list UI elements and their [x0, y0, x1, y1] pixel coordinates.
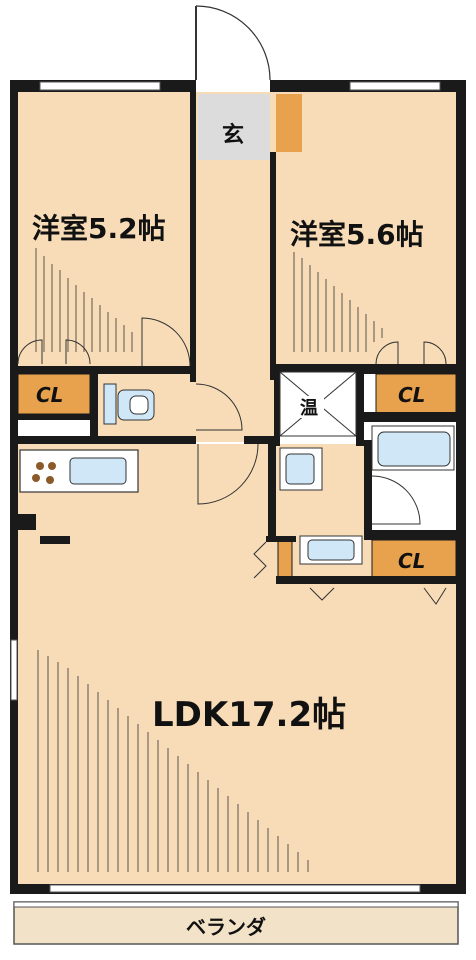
wall-wash-bottom [276, 576, 456, 584]
wall-left [10, 80, 18, 894]
wall-heater-box [274, 372, 280, 446]
wall-left-closet-bottom [18, 414, 94, 420]
wall-toilet-left [90, 366, 98, 444]
closet-label-right: CL [398, 383, 425, 407]
veranda-rail [13, 901, 459, 908]
wall-right [456, 80, 466, 894]
door-left-closet-a [17, 339, 43, 365]
wall-stub-left-mid [266, 536, 296, 542]
closets [17, 94, 457, 581]
room-label-ldk: LDK17.2帖 [152, 695, 346, 735]
interior-doors [17, 317, 447, 605]
wall-right-room-bottom [276, 364, 456, 374]
washer-pan-inner [307, 539, 355, 561]
wall-right-room-left [270, 152, 276, 380]
door-left-room [141, 317, 191, 367]
wall-wash-left [268, 440, 276, 540]
windows [10, 81, 441, 893]
wall-left-room-bottom [18, 366, 96, 374]
water-heater-label-bg [296, 396, 324, 418]
wall-hall-bottom [244, 436, 276, 444]
entrance-floor [198, 94, 270, 160]
closet-washroom [277, 539, 293, 581]
toilet-bowl-inner [129, 395, 149, 415]
fixtures [19, 371, 455, 565]
kitchen-sink [69, 457, 127, 485]
door-right-closet-a [375, 341, 399, 365]
door-left-closet-b [65, 339, 91, 365]
veranda-floor [13, 901, 459, 945]
window-ldk [49, 884, 421, 893]
room-floor-western-left [18, 92, 194, 372]
flooring-lines [35, 248, 383, 872]
closet-left [17, 373, 91, 415]
floor-areas [13, 92, 459, 945]
wall-bath-bottom [364, 530, 456, 540]
label-veranda: ベランダ [186, 915, 266, 939]
door-washroom-closet [253, 541, 267, 579]
closet-right [375, 373, 457, 415]
wall-wash-right [364, 440, 372, 540]
label-water-heater: 温 [300, 398, 318, 419]
wall-ldk-top [18, 436, 98, 444]
room-label-western-left: 洋室5.2帖 [32, 212, 166, 245]
label-entrance: 玄 [222, 122, 244, 148]
stove-burner-3 [32, 474, 40, 482]
entrance-door [195, 5, 271, 81]
bathtub [377, 431, 451, 467]
stove-burner-4 [46, 476, 54, 484]
wall-heater-right [356, 372, 364, 446]
door-lower-closet-a [309, 587, 335, 601]
window-right-room [349, 81, 441, 91]
door-ldk-hall [197, 443, 259, 505]
door-swing [195, 5, 271, 81]
wall-toilet-bottom [90, 436, 196, 444]
room-label-western-right: 洋室5.6帖 [290, 218, 424, 251]
toilet-tank [103, 383, 117, 425]
wash-basin [285, 453, 315, 485]
closet-lower [371, 539, 457, 581]
window-left-room [39, 81, 161, 91]
wall-left-room-right [190, 92, 196, 382]
labels: 洋室5.2帖 洋室5.6帖 LDK17.2帖 玄 温 ベランダ CL CL CL [32, 122, 425, 939]
door-bath [371, 475, 421, 525]
closet-label-lower: CL [398, 549, 425, 573]
wall-bath-divider [364, 412, 456, 422]
closet-label-left: CL [36, 383, 63, 407]
stove-burner-2 [48, 462, 56, 470]
door-right-closet-b [423, 341, 447, 365]
wall-kitchen-stub-2 [40, 536, 70, 544]
wall-toilet-top [90, 366, 196, 374]
wall-kitchen-stub [18, 514, 36, 530]
stove-burner-1 [36, 462, 44, 470]
closet-entrance [276, 94, 302, 152]
door-toilet [195, 383, 243, 431]
door-lower-closet-b [423, 587, 447, 605]
window-left-side [10, 639, 18, 701]
